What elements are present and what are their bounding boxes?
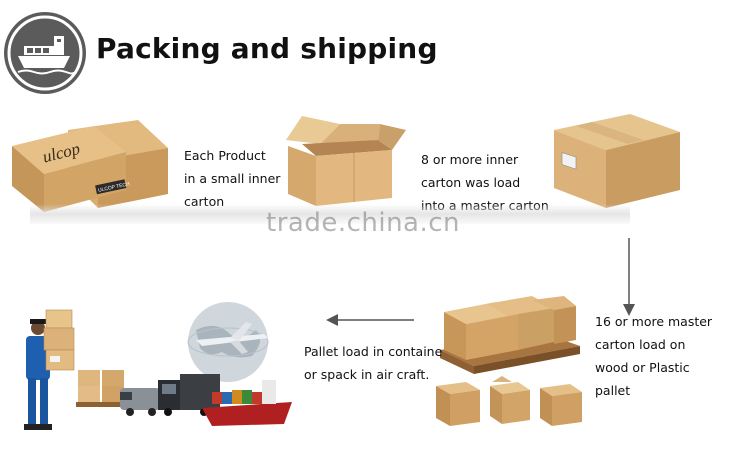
step-2-line-1: 8 or more inner	[421, 152, 519, 167]
step-3-line-1: 16 or more master	[595, 314, 713, 329]
reflection-strip	[30, 204, 630, 224]
step-4-line-2: or spack in air craft.	[304, 367, 430, 382]
step-3-line-2: carton load on	[595, 337, 686, 352]
open-carton-illustration	[280, 110, 410, 210]
step-2-line-2: carton was load	[421, 175, 521, 190]
step-4-line-1: Pallet load in containe	[304, 344, 443, 359]
master-carton-illustration	[548, 108, 688, 208]
page-title: Packing and shipping	[96, 32, 438, 65]
cargo-ship-icon	[4, 12, 86, 94]
inner-carton-illustration: ulcop ULCOP TECH	[8, 112, 173, 212]
pallet-illustration	[436, 294, 584, 430]
logistics-illustration	[16, 300, 296, 436]
step-4-caption: Pallet load in containe or spack in air …	[304, 340, 442, 386]
step-1-line-1: Each Product	[184, 148, 266, 163]
step-3-line-4: pallet	[595, 383, 631, 398]
step-3-caption: 16 or more master carton load on wood or…	[595, 310, 712, 402]
step-1-line-2: in a small inner	[184, 171, 281, 186]
step-1-caption: Each Product in a small inner carton	[184, 144, 280, 213]
left-arrow-icon	[326, 312, 414, 326]
step-3-line-3: wood or Plastic	[595, 360, 690, 375]
watermark: trade.china.cn	[266, 208, 461, 238]
down-arrow-icon	[622, 238, 636, 318]
